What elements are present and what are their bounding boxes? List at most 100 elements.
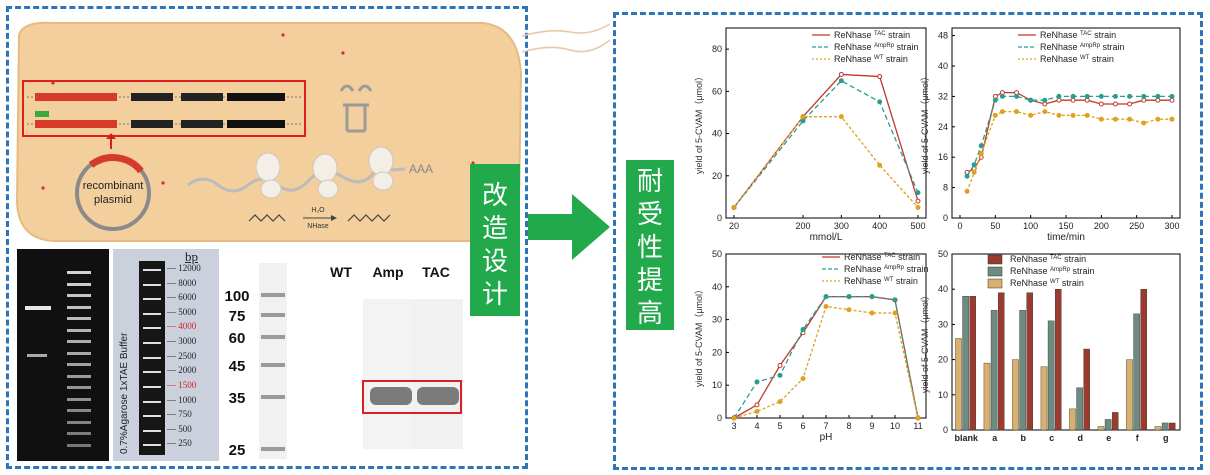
bar [1083,348,1090,431]
series-line [966,91,1172,173]
ladder-band [143,385,161,388]
x-tick-label: 9 [869,421,874,431]
series-line [733,295,919,419]
data-point [1169,93,1175,99]
gel-band [67,363,91,366]
legend-entry: ReNhase AmpRp strain [844,264,929,274]
data-point [800,376,806,382]
series-line [733,295,919,419]
x-tick-label: 8 [846,421,851,431]
data-point [846,294,852,300]
ladder-band [143,429,161,432]
y-tick-label: 20 [712,171,722,181]
ladder-label: — 500 [167,423,192,434]
plot-frame [725,27,927,219]
data-point [999,93,1005,99]
ladder-band [143,342,161,345]
box-char: 计 [481,280,508,310]
data-point [877,162,883,168]
ladder-label: — 8000 [167,277,197,288]
sds-lane-label: TAC [422,264,450,280]
data-point [1042,97,1048,103]
data-point [877,99,883,105]
box-char: 受 [636,200,663,230]
data-point [1112,93,1118,99]
data-point [754,408,760,414]
gel-band [67,386,91,389]
y-axis-label: yield of 5-CVAM（μmol） [694,72,704,174]
bar [1069,408,1076,431]
gel-band [67,305,91,309]
legend-entry: ReNhase AmpRp strain [1040,42,1125,52]
data-point [823,294,829,300]
gel-band [67,294,91,297]
bar [1126,359,1133,431]
legend-entry: ReNhase TAC strain [834,30,910,40]
series-line [733,79,919,208]
bp-header: bp [185,249,198,264]
sds-lane-label: Amp [372,264,403,280]
agarose-gel [17,249,109,461]
ladder-label: — 1000 [167,394,197,405]
data-point [1028,112,1034,118]
mrna-tail: AAA [409,162,433,176]
y-axis-label: yield of 5-CVAM（μmol） [694,285,704,387]
x-tick-label: 200 [1094,221,1109,231]
data-point [1070,93,1076,99]
plot-frame [951,253,1181,431]
sds-marker-label: 25 [229,442,246,459]
data-point [1014,109,1020,115]
plasmid-label-1: recombinant [83,180,144,192]
gel-band [67,432,91,435]
x-tick-label: a [992,433,998,443]
data-point [1070,112,1076,118]
tolerance-improvement-box: 耐 受 性 提 高 [626,160,674,330]
dot [51,81,55,85]
ladder-label: — 6000 [167,292,197,303]
ladder-label: — 250 [167,438,192,449]
gel-band [67,420,91,424]
legend-entry: ReNhase TAC strain [1040,30,1116,40]
legend-entry: ReNhase TAC strain [844,252,920,262]
x-axis-label: mmol/L [810,232,843,243]
data-point [777,372,783,378]
data-point [731,415,737,421]
ladder-label: — 2500 [167,350,197,361]
y-tick-label: 0 [717,413,722,423]
bar [1104,419,1112,431]
data-point [964,173,970,179]
ladder-band [143,327,161,330]
gel-band [67,374,91,378]
ladder-label: — 12000 [167,263,201,273]
bar [1097,426,1105,431]
data-point [1155,93,1161,99]
data-point [1112,116,1118,122]
ladder-band [143,298,161,301]
bar [1019,310,1026,431]
x-tick-label: g [1163,433,1169,443]
y-tick-label: 20 [712,347,722,357]
series-line [733,73,919,208]
bar [969,296,976,431]
ladder-band [143,415,161,418]
box-char: 设 [481,247,508,277]
bar [1161,422,1169,431]
data-point [892,310,898,316]
x-tick-label: 4 [754,421,759,431]
ladder-band [143,356,161,359]
y-tick-label: 0 [943,425,948,435]
data-point [1127,116,1133,122]
gel-band [67,397,91,401]
y-tick-label: 60 [712,86,722,96]
y-tick-label: 40 [938,61,948,71]
y-tick-label: 50 [938,249,948,259]
data-point [1056,112,1062,118]
ladder-band [143,283,161,286]
data-point [800,326,806,332]
data-point [1127,101,1133,107]
legend-entry: ReNhase TAC strain [1010,254,1086,264]
x-tick-label: 7 [823,421,828,431]
ladder-label: — 2000 [167,365,197,376]
trna [339,84,373,133]
